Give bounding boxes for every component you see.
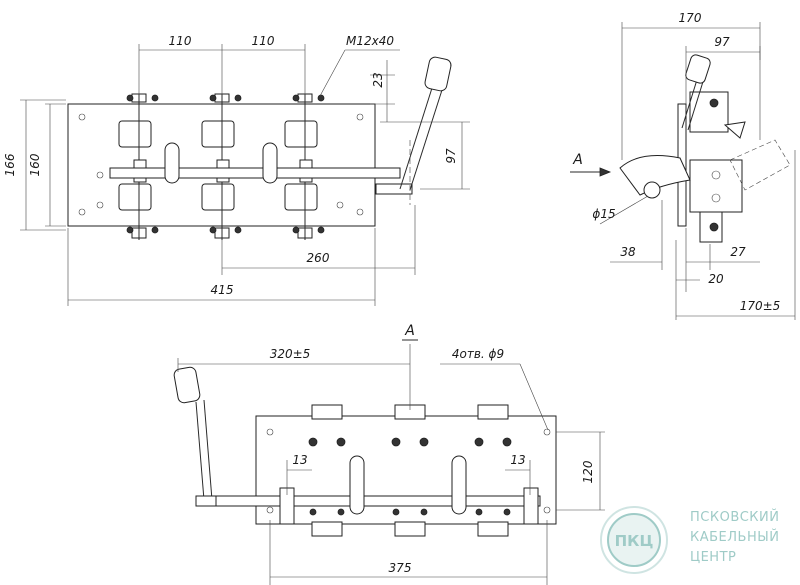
- dim-bolt: M12x40: [346, 34, 394, 48]
- view-a-poles: [308, 404, 512, 537]
- section-a-label: A: [404, 323, 415, 339]
- front-view: 110 110 M12x40 23 166 160 97 260 415: [3, 34, 470, 306]
- logo-line-1: ПСКОВСКИЙ: [690, 509, 780, 525]
- dim-97-front: 97: [444, 148, 458, 164]
- dim-97-side: 97: [714, 35, 730, 49]
- logo-line-2: КАБЕЛЬНЫЙ: [690, 529, 779, 545]
- dim-13-right: 13: [510, 453, 525, 467]
- dim-holes: 4отв. ϕ9: [452, 347, 504, 361]
- dim-23: 23: [371, 72, 385, 87]
- view-a-drive-shaft: [209, 495, 541, 507]
- dim-38: 38: [620, 245, 636, 259]
- view-a-handle: [173, 366, 217, 507]
- dim-166: 166: [3, 153, 17, 176]
- dim-170: 170: [679, 11, 702, 25]
- company-logo: ПКЦ ПСКОВСКИЙ КАБЕЛЬНЫЙ ЦЕНТР: [600, 506, 780, 574]
- dim-170-tolerance: 170±5: [740, 299, 781, 313]
- dim-diameter-15: ϕ15: [592, 207, 615, 221]
- dim-13-left: 13: [292, 453, 307, 467]
- logo-mark-icon: [607, 513, 661, 567]
- dim-110-right: 110: [252, 34, 275, 48]
- logo-mark: ПКЦ: [615, 532, 654, 550]
- dim-20: 20: [708, 272, 724, 286]
- side-dimensions: [599, 22, 796, 320]
- front-drive-shaft: [109, 167, 401, 179]
- dim-160: 160: [28, 153, 42, 176]
- side-view: A 170 97 ϕ15 38 27 20 170±5: [570, 11, 796, 320]
- dim-320: 320±5: [270, 347, 311, 361]
- view-a: A: [173, 323, 605, 585]
- logo-mark-ring: [600, 506, 668, 574]
- dim-120: 120: [581, 460, 595, 483]
- front-dimensions: [20, 44, 470, 306]
- logo-line-3: ЦЕНТР: [690, 550, 736, 565]
- dim-110-left: 110: [169, 34, 192, 48]
- dim-375: 375: [389, 561, 412, 575]
- view-arrow-a-label: A: [572, 152, 583, 168]
- front-handle: [375, 56, 452, 195]
- dim-260: 260: [307, 251, 330, 265]
- dim-415: 415: [211, 283, 234, 297]
- view-a-dimensions: [177, 344, 605, 585]
- dim-27: 27: [730, 245, 746, 259]
